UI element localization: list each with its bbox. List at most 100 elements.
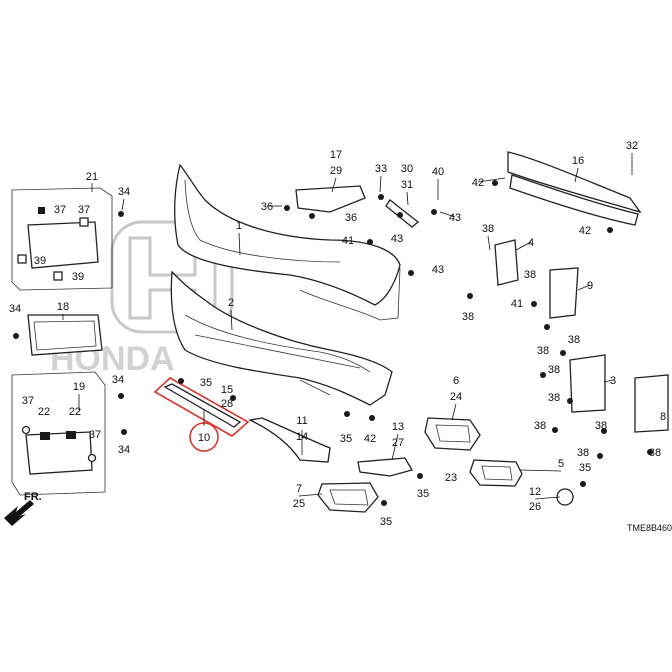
fastener-icon bbox=[531, 301, 537, 307]
side-bracket-9 bbox=[549, 267, 579, 319]
fog-garnish-left bbox=[317, 482, 379, 513]
callout-22: 22 bbox=[69, 406, 81, 418]
callout-38: 38 bbox=[524, 269, 536, 281]
callout-38: 38 bbox=[577, 447, 589, 459]
callout-18: 18 bbox=[57, 301, 69, 313]
callout-14: 14 bbox=[296, 431, 308, 443]
callout-38: 38 bbox=[548, 364, 560, 376]
callout-16: 16 bbox=[572, 155, 584, 167]
callout-37: 37 bbox=[22, 395, 34, 407]
leader-line bbox=[574, 167, 579, 183]
leader-line bbox=[230, 309, 233, 331]
molding-10-highlight bbox=[153, 377, 250, 452]
callout-43: 43 bbox=[432, 264, 444, 276]
fastener-icon bbox=[552, 427, 558, 433]
leader-line bbox=[331, 177, 337, 193]
fastener-icon bbox=[378, 194, 384, 200]
callout-35: 35 bbox=[200, 377, 212, 389]
callout-36: 36 bbox=[261, 201, 273, 213]
callout-27: 27 bbox=[392, 437, 404, 449]
fastener-icon bbox=[118, 211, 124, 217]
callout-19: 19 bbox=[73, 381, 85, 393]
upper-bumper-cover bbox=[174, 163, 401, 321]
leader-line bbox=[406, 191, 409, 206]
callout-41: 41 bbox=[511, 298, 523, 310]
callout-13: 13 bbox=[392, 421, 404, 433]
leader-line bbox=[534, 496, 561, 500]
fastener-icon bbox=[13, 333, 19, 339]
side-bracket-3 bbox=[569, 354, 606, 413]
callout-38: 38 bbox=[482, 223, 494, 235]
leader-line bbox=[238, 232, 241, 256]
fastener-icon bbox=[121, 429, 127, 435]
fastener-icon bbox=[178, 378, 184, 384]
callout-38: 38 bbox=[534, 420, 546, 432]
callout-38: 38 bbox=[548, 392, 560, 404]
leader-line bbox=[451, 403, 457, 421]
callout-29: 29 bbox=[330, 165, 342, 177]
side-bracket-8 bbox=[634, 374, 669, 433]
callout-37: 37 bbox=[78, 204, 90, 216]
side-bracket-4 bbox=[494, 239, 519, 286]
front-arrow-icon: FR. bbox=[4, 491, 42, 526]
callout-24: 24 bbox=[450, 391, 462, 403]
callout-17: 17 bbox=[330, 149, 342, 161]
fastener-icon bbox=[647, 449, 653, 455]
fastener-icon bbox=[309, 213, 315, 219]
callout-28: 28 bbox=[221, 398, 233, 410]
leader-line bbox=[577, 284, 591, 291]
fastener-icon bbox=[540, 372, 546, 378]
fastener-icon bbox=[381, 500, 387, 506]
callout-42: 42 bbox=[579, 225, 591, 237]
callout-6: 6 bbox=[453, 375, 459, 387]
callout-38: 38 bbox=[595, 420, 607, 432]
highlight-box bbox=[153, 377, 250, 437]
callout-23: 23 bbox=[445, 472, 457, 484]
lower-spoiler bbox=[247, 417, 331, 463]
fastener-icon bbox=[431, 209, 437, 215]
callout-36: 36 bbox=[345, 212, 357, 224]
callout-31: 31 bbox=[401, 179, 413, 191]
callout-38: 38 bbox=[462, 311, 474, 323]
callout-38: 38 bbox=[537, 345, 549, 357]
callout-2: 2 bbox=[228, 297, 234, 309]
lower-bumper-cover bbox=[170, 270, 393, 406]
leader-line bbox=[519, 469, 562, 472]
callout-39: 39 bbox=[34, 255, 46, 267]
bumper-beam bbox=[507, 151, 642, 226]
callout-33: 33 bbox=[375, 163, 387, 175]
callout-9: 9 bbox=[587, 280, 593, 292]
leader-line bbox=[379, 175, 382, 193]
fastener-icon bbox=[230, 395, 236, 401]
fastener-icon bbox=[367, 239, 373, 245]
fog-garnish-right bbox=[424, 417, 481, 451]
callout-34: 34 bbox=[112, 374, 124, 386]
callout-32: 32 bbox=[626, 140, 638, 152]
callout-7: 7 bbox=[296, 483, 302, 495]
leader-line bbox=[477, 177, 506, 183]
callout-37: 37 bbox=[89, 429, 101, 441]
callout-34: 34 bbox=[9, 303, 21, 315]
fastener-icon bbox=[601, 428, 607, 434]
fastener-icon bbox=[118, 393, 124, 399]
fastener-icon bbox=[284, 205, 290, 211]
fastener-icon bbox=[597, 453, 603, 459]
leader-line bbox=[391, 433, 399, 461]
callout-5: 5 bbox=[558, 458, 564, 470]
fastener-icon bbox=[607, 227, 613, 233]
leader-lines bbox=[62, 153, 633, 500]
callout-34: 34 bbox=[118, 444, 130, 456]
leader-line bbox=[515, 241, 532, 251]
callout-37: 37 bbox=[54, 204, 66, 216]
license-plate-base bbox=[27, 314, 103, 356]
fastener-icon bbox=[408, 270, 414, 276]
callout-12: 12 bbox=[529, 486, 541, 498]
callout-21: 21 bbox=[86, 171, 98, 183]
callout-22: 22 bbox=[38, 406, 50, 418]
leader-line bbox=[439, 211, 456, 218]
fastener-icon bbox=[467, 293, 473, 299]
callout-41: 41 bbox=[342, 235, 354, 247]
leader-line bbox=[298, 493, 323, 497]
callout-40: 40 bbox=[432, 166, 444, 178]
